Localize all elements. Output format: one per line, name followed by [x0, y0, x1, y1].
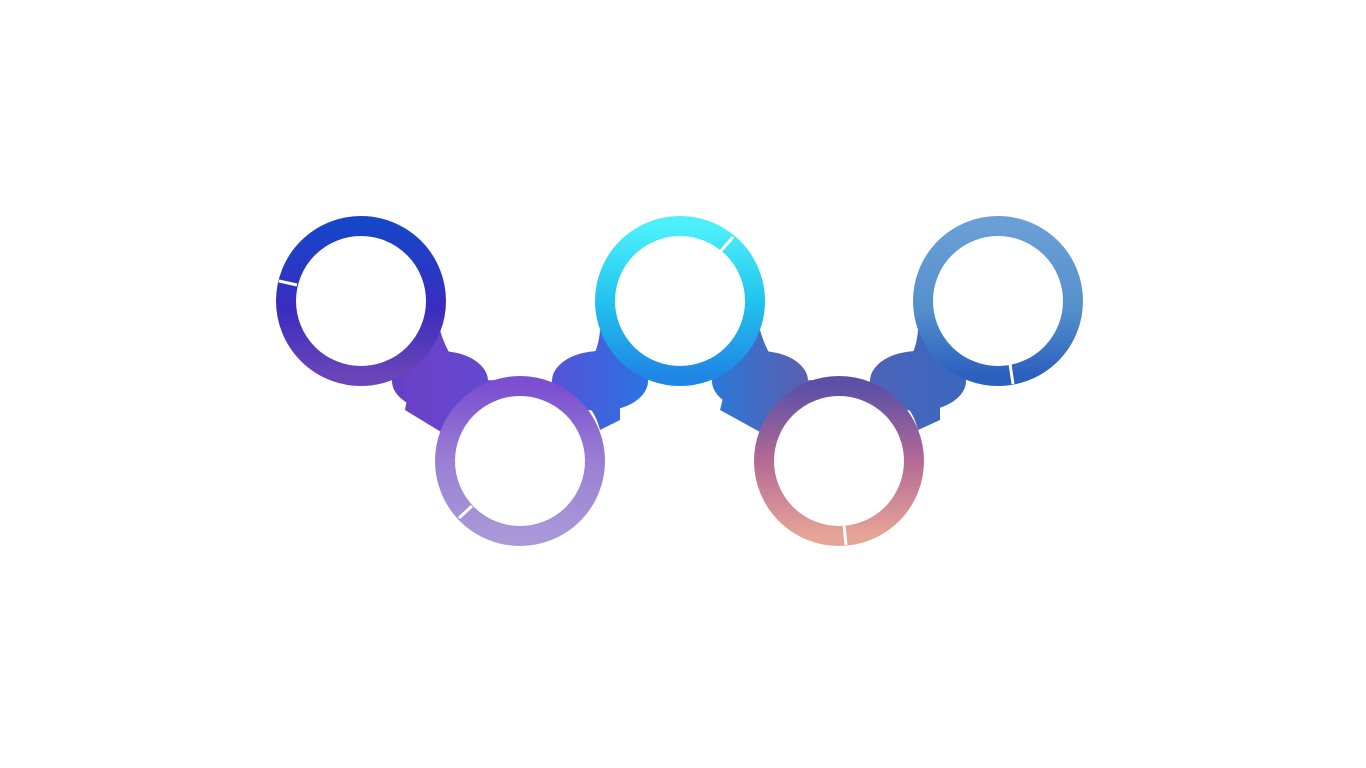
ring-4-gap — [842, 524, 848, 546]
ring-1 — [276, 216, 446, 386]
ring-4 — [754, 376, 924, 546]
junction-1-2 — [392, 351, 488, 411]
junction-2-3 — [552, 351, 648, 411]
ring-3 — [595, 216, 765, 386]
ring-3-gap — [718, 236, 735, 253]
ring-5-gap — [1008, 363, 1015, 385]
ring-2 — [435, 376, 605, 546]
junction-4-5 — [870, 351, 966, 411]
ring-5 — [913, 216, 1083, 386]
junction-3-4 — [712, 351, 808, 411]
ring-2-gap — [457, 504, 474, 520]
ring-1-gap — [278, 279, 298, 287]
